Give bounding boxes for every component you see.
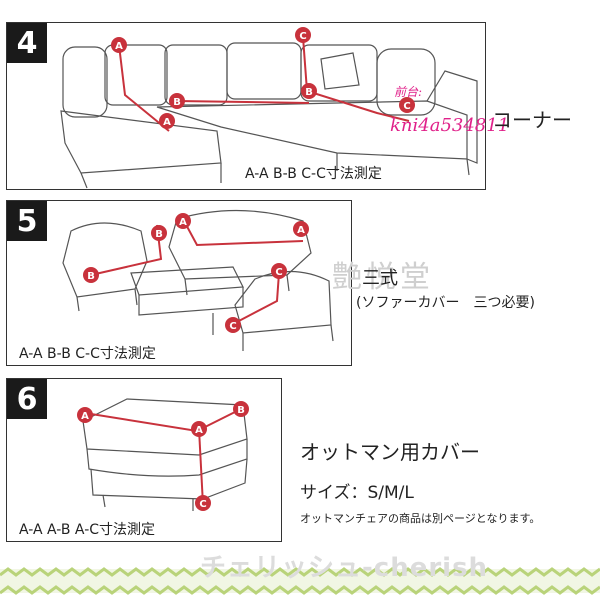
marker-b-4: B <box>83 267 99 283</box>
measurement-label-4: A-A B-B C-C寸法測定 <box>245 166 382 182</box>
ottoman-diagram: A A B C <box>77 398 249 511</box>
panel-4: 4 A A B B <box>6 22 486 190</box>
marker-a-5: A <box>77 407 93 423</box>
svg-text:C: C <box>275 267 282 278</box>
watermark-id-prefix: 前台: <box>394 85 423 99</box>
ottoman-title: オットマン用カバー <box>300 440 480 464</box>
ottoman-note: オットマンチェアの商品は別ページとなります。 <box>300 512 541 525</box>
marker-c-4: C <box>225 317 241 333</box>
marker-b-1: B <box>169 93 185 109</box>
footer: チェリッシュ-cherish <box>0 555 600 600</box>
corner-sofa-diagram: A A B B C C <box>60 27 478 189</box>
svg-text:A: A <box>163 117 171 128</box>
panel-number-5: 5 <box>7 201 47 241</box>
sanshiki-title: 三式 <box>362 268 398 289</box>
back-cushion-4 <box>226 42 302 100</box>
svg-text:A: A <box>297 225 305 236</box>
marker-a-3: A <box>175 213 191 229</box>
svg-text:A: A <box>195 425 203 436</box>
coffee-table <box>130 266 244 296</box>
chaise-cushion <box>60 110 222 174</box>
panel-number-6: 6 <box>7 379 47 419</box>
three-piece-sofa-diagram: B B A A C C <box>62 209 334 351</box>
panel5-markers: B B A A C C <box>83 213 309 333</box>
armchair-left <box>62 222 148 298</box>
ottoman-sizes: サイズ：S/M/L <box>300 483 414 503</box>
corner-label: コーナー <box>492 108 572 132</box>
marker-b-3: B <box>151 225 167 241</box>
marker-a-2: A <box>159 113 175 129</box>
marker-c-2: C <box>399 97 415 113</box>
marker-b-5: B <box>233 401 249 417</box>
panel-number-4: 4 <box>7 23 47 63</box>
svg-text:B: B <box>305 87 313 98</box>
svg-text:A: A <box>115 41 123 52</box>
measurement-label-5: A-A B-B C-C寸法測定 <box>19 346 156 362</box>
panel4-markers: A A B B C C <box>111 27 415 129</box>
ottoman-base <box>90 458 248 500</box>
svg-text:B: B <box>155 229 163 240</box>
marker-c-5: C <box>195 495 211 511</box>
svg-text:C: C <box>229 321 236 332</box>
watermark-id: 前台: kni4a534811 <box>390 85 510 136</box>
back-cushion-6 <box>376 48 436 116</box>
marker-c-1: C <box>295 27 311 43</box>
marker-b-2: B <box>301 83 317 99</box>
sanshiki-sub: (ソファーカバー 三つ必要) <box>356 295 535 311</box>
panel6-markers: A A B C <box>77 401 249 511</box>
svg-text:B: B <box>237 405 245 416</box>
svg-text:B: B <box>173 97 181 108</box>
back-cushion-1 <box>62 46 108 118</box>
footer-stripe <box>0 567 600 595</box>
panel-6: 6 A A B C A-A A-B A-C寸法測定 <box>6 378 282 542</box>
svg-text:C: C <box>199 499 206 510</box>
marker-a-6: A <box>191 421 207 437</box>
watermark-shop-kanji: 艶悦堂 <box>332 260 434 295</box>
panel-5: 5 B B A A C C A-A B- <box>6 200 352 366</box>
footer-brand: チェリッシュ-cherish <box>200 555 489 583</box>
svg-text:C: C <box>299 31 306 42</box>
marker-c-3: C <box>271 263 287 279</box>
marker-a-4: A <box>293 221 309 237</box>
watermark-id-text: kni4a534811 <box>390 115 510 136</box>
back-cushion-2 <box>104 44 168 106</box>
svg-text:A: A <box>81 411 89 422</box>
chair-right <box>234 270 332 334</box>
marker-a-1: A <box>111 37 127 53</box>
svg-text:B: B <box>87 271 95 282</box>
ottoman-top <box>82 398 248 456</box>
measurement-label-6: A-A A-B A-C寸法測定 <box>19 522 156 538</box>
svg-text:C: C <box>403 101 410 112</box>
svg-text:A: A <box>179 217 187 228</box>
